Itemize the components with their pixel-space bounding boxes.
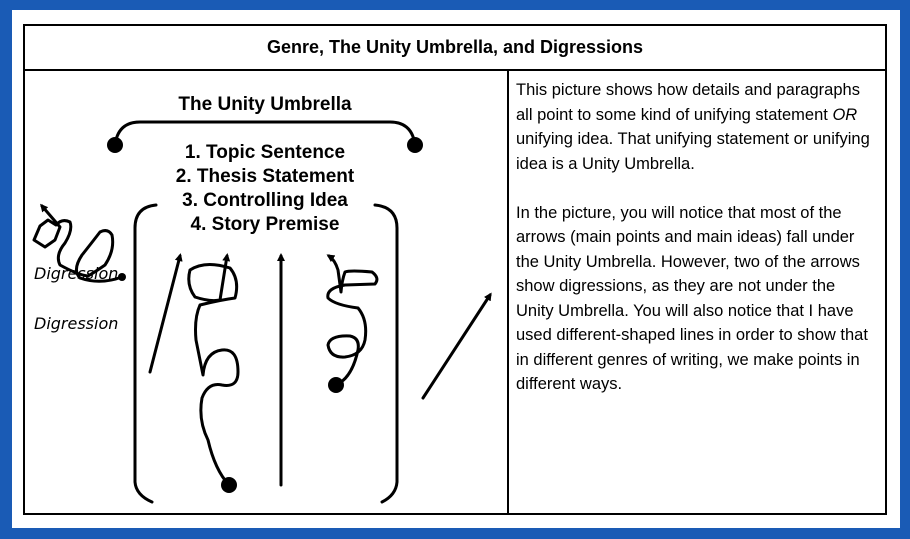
- umbrella-arc: [113, 120, 417, 147]
- explanation-text: This picture shows how details and parag…: [516, 78, 876, 421]
- umbrella-item: 2. Thesis Statement: [176, 166, 355, 187]
- squiggle-start-dot: [328, 377, 344, 393]
- umbrella-left-dot: [107, 137, 123, 153]
- umbrella-item: 1. Topic Sentence: [185, 142, 345, 163]
- right-bracket: [373, 203, 399, 504]
- paragraph-1-part-b: unifying idea. That unifying statement o…: [516, 130, 870, 173]
- digression-start-dot: [118, 273, 126, 281]
- squiggle-arrow-left: [187, 253, 240, 487]
- umbrella-right-dot: [407, 137, 423, 153]
- straight-arrow-angled: [148, 253, 183, 374]
- column-divider: [507, 71, 509, 513]
- umbrella-item: 4. Story Premise: [191, 214, 340, 235]
- page-background: [12, 10, 900, 528]
- paragraph-1-part-a: This picture shows how details and parag…: [516, 81, 860, 124]
- table-title: Genre, The Unity Umbrella, and Digressio…: [25, 26, 885, 71]
- umbrella-heading: The Unity Umbrella: [178, 94, 352, 115]
- paragraph-2: In the picture, you will notice that mos…: [516, 203, 868, 394]
- squiggle-start-dot: [221, 477, 237, 493]
- digression-arrow-squiggle: [32, 203, 124, 283]
- paragraph-1: This picture shows how details and parag…: [516, 78, 876, 176]
- paragraph-1-emphasis: OR: [832, 105, 858, 124]
- content-table: Genre, The Unity Umbrella, and Digressio…: [23, 24, 887, 515]
- left-bracket: [133, 203, 158, 504]
- digression-arrow-straight: [421, 292, 492, 400]
- squiggle-arrow-right: [326, 254, 379, 387]
- digression-label: Digression: [34, 264, 119, 283]
- digression-label: Digression: [34, 314, 119, 333]
- umbrella-item: 3. Controlling Idea: [182, 190, 348, 211]
